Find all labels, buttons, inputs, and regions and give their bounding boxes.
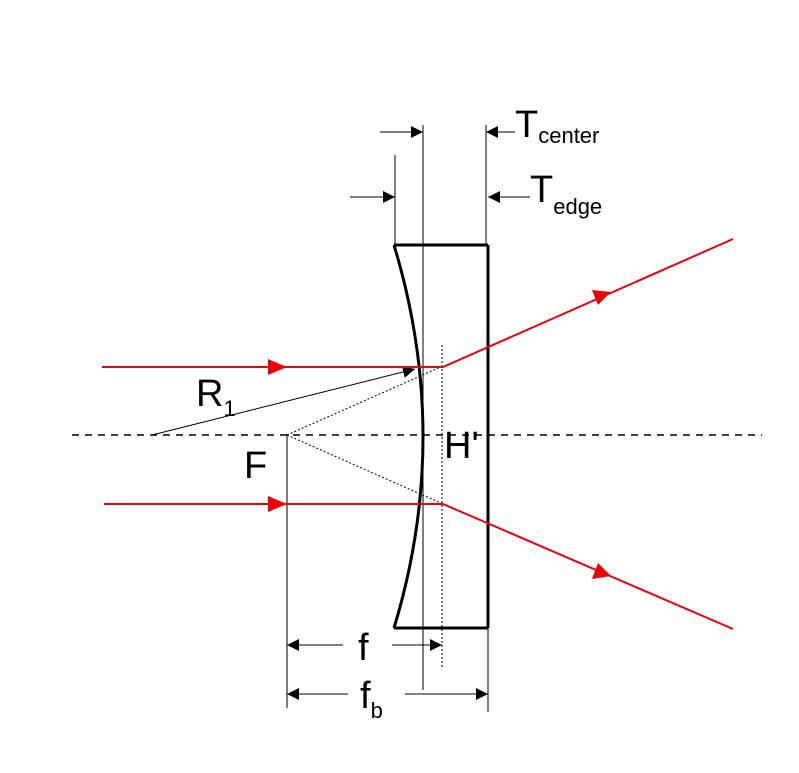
lower-light-ray <box>104 496 734 630</box>
back-focal-length-label: fb <box>360 675 383 723</box>
upper-light-ray <box>102 238 734 375</box>
virtual-ray-upper <box>286 365 444 436</box>
t-center-main: T <box>515 104 538 146</box>
focal-point-label: F <box>244 445 267 487</box>
principal-plane-label: H' <box>444 425 479 467</box>
lens-concave-surface <box>392 244 425 629</box>
t-center-label: Tcenter <box>515 104 599 148</box>
r1-label: R1 <box>196 373 236 421</box>
t-center-subscript: center <box>538 123 599 148</box>
focal-length-label: f <box>358 627 369 669</box>
r1-subscript: 1 <box>223 396 235 421</box>
virtual-ray-lower <box>286 434 444 505</box>
back-focal-main: f <box>360 675 371 717</box>
lower-ray-arrowhead-in <box>268 496 287 512</box>
upper-ray-arrowhead-in <box>268 359 287 375</box>
upper-ray-arrowhead-out <box>592 290 611 305</box>
t-edge-label: Tedge <box>530 169 602 219</box>
radius-r1-line <box>151 366 416 436</box>
t-edge-main: T <box>530 169 553 211</box>
t-edge-subscript: edge <box>553 194 602 219</box>
back-focal-subscript: b <box>371 698 383 723</box>
lower-ray-arrowhead-out <box>592 563 611 579</box>
r1-main: R <box>196 373 223 415</box>
